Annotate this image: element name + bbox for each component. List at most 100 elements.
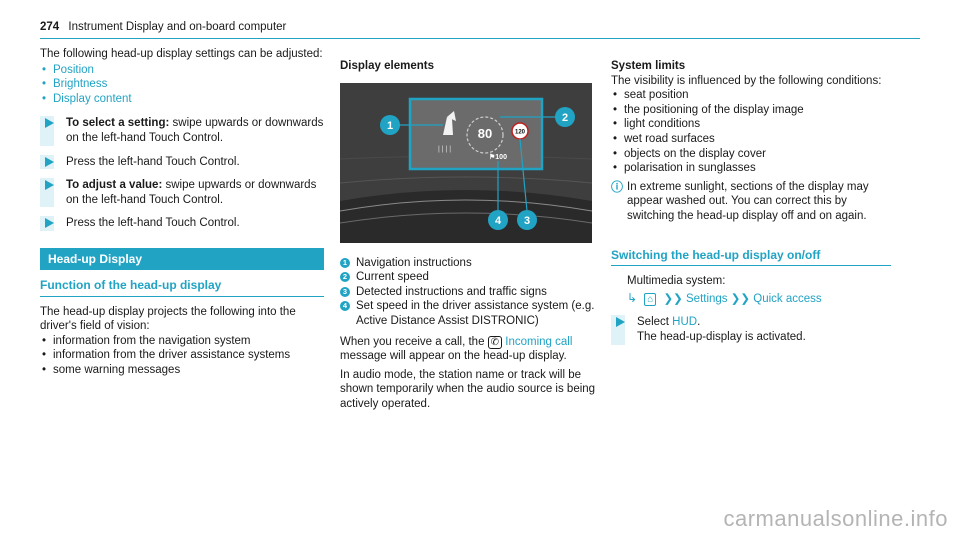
step-select-label: To select a setting: bbox=[66, 117, 170, 130]
list-item: objects on the display cover bbox=[611, 147, 891, 162]
limits-intro: The visibility is influenced by the foll… bbox=[611, 74, 882, 87]
path-return-arrow-icon: ↳ bbox=[627, 290, 638, 305]
setting-link-display-content[interactable]: Display content bbox=[40, 92, 324, 107]
chevron-right-icon: ❯❯ bbox=[730, 292, 751, 305]
callout-label: 2 bbox=[562, 112, 568, 124]
column-middle: Display elements | | | | 80 120 ⚑100 bbox=[340, 47, 608, 412]
header-rule bbox=[40, 38, 920, 39]
step-arrow-icon bbox=[45, 156, 54, 167]
nav-distance-marks: | | | | bbox=[438, 146, 451, 153]
chevron-right-icon: ❯❯ bbox=[663, 292, 683, 305]
element-text: Detected instructions and traffic signs bbox=[356, 285, 547, 298]
callout-2 bbox=[555, 106, 575, 127]
callout-label: 4 bbox=[495, 215, 502, 227]
step-select-text: swipe upwards or downwards on the left-h… bbox=[66, 117, 324, 144]
settings-link[interactable]: Settings bbox=[686, 292, 728, 305]
function-intro: The head-up display projects the followi… bbox=[40, 305, 296, 333]
step-adjust-text: swipe upwards or downwards on the left-h… bbox=[66, 179, 317, 206]
step-press-1: Press the left-hand Touch Control. bbox=[40, 154, 324, 170]
settings-intro: The following head-up display settings c… bbox=[40, 48, 323, 60]
speed-sign-value: 120 bbox=[515, 129, 526, 135]
number-badge: 4 bbox=[340, 301, 350, 312]
hud-figure: | | | | 80 120 ⚑100 1 2 3 4 bbox=[340, 82, 592, 248]
element-text: Current speed bbox=[356, 271, 429, 284]
list-item: polarisation in sunglasses bbox=[611, 161, 891, 176]
call-text: message will appear on the head-up displ… bbox=[340, 350, 567, 363]
activated-text: The head-up-display is activated. bbox=[637, 330, 806, 343]
step-press-text: Press the left-hand Touch Control. bbox=[66, 217, 240, 230]
element-item: 1 Navigation instructions bbox=[340, 256, 608, 271]
number-badge: 1 bbox=[340, 257, 350, 268]
step-arrow-icon bbox=[45, 118, 54, 129]
function-list: information from the navigation system i… bbox=[40, 334, 324, 378]
display-elements-heading: Display elements bbox=[340, 60, 434, 72]
step-arrow-icon bbox=[616, 317, 625, 328]
step-arrow-icon bbox=[45, 218, 54, 229]
home-icon[interactable]: ⌂ bbox=[644, 292, 657, 306]
audio-paragraph: In audio mode, the station name or track… bbox=[340, 368, 596, 410]
list-item: light conditions bbox=[611, 117, 891, 132]
menu-path: ↳ ⌂ ❯❯ Settings ❯❯ Quick access bbox=[611, 291, 891, 307]
select-text: Select bbox=[637, 316, 673, 329]
list-item: wet road surfaces bbox=[611, 132, 891, 147]
section-title-bar: Head-up Display bbox=[40, 247, 324, 270]
number-badge: 3 bbox=[340, 286, 350, 297]
step-adjust-label: To adjust a value: bbox=[66, 179, 163, 192]
callout-label: 1 bbox=[387, 120, 393, 132]
hud-link[interactable]: HUD bbox=[672, 316, 698, 329]
page-header-title: Instrument Display and on-board computer bbox=[68, 21, 287, 33]
multimedia-label: Multimedia system: bbox=[627, 275, 726, 288]
note-text: In extreme sunlight, sections of the dis… bbox=[627, 180, 869, 222]
element-item: 4 Set speed in the driver assistance syst… bbox=[340, 299, 608, 328]
step-select-hud: Select HUD. The head-up-display is activ… bbox=[611, 315, 891, 345]
page-header: 274 Instrument Display and on-board comp… bbox=[40, 20, 286, 35]
windshield-line bbox=[340, 176, 592, 184]
hud-illustration: | | | | 80 120 ⚑100 1 2 3 4 bbox=[340, 82, 592, 243]
call-paragraph: When you receive a call, the ✆ Incoming … bbox=[340, 335, 608, 364]
list-item: the positioning of the display image bbox=[611, 103, 891, 118]
step-select-setting: To select a setting: swipe upwards or do… bbox=[40, 116, 324, 146]
step-adjust-value: To adjust a value: swipe upwards or down… bbox=[40, 178, 324, 208]
number-badge: 2 bbox=[340, 272, 350, 283]
callout-1 bbox=[380, 114, 400, 135]
element-item: 2 Current speed bbox=[340, 270, 608, 285]
setting-link-brightness[interactable]: Brightness bbox=[40, 77, 324, 92]
switching-subsection-title: Switching the head-up display on/off bbox=[611, 248, 891, 267]
call-text: When you receive a call, the bbox=[340, 335, 488, 348]
callout-line-3 bbox=[519, 138, 528, 211]
select-text: . bbox=[697, 316, 701, 329]
column-left: The following head-up display settings c… bbox=[40, 47, 324, 378]
setting-link-position[interactable]: Position bbox=[40, 63, 324, 78]
dashboard-line bbox=[340, 212, 592, 224]
element-item: 3 Detected instructions and traffic signs bbox=[340, 285, 608, 300]
element-text: Set speed in the driver assistance syste… bbox=[356, 300, 595, 327]
page-number: 274 bbox=[40, 21, 60, 33]
dashboard-shape bbox=[340, 189, 592, 243]
list-item: some warning messages bbox=[40, 363, 324, 378]
step-press-text: Press the left-hand Touch Control. bbox=[66, 155, 240, 168]
callout-3 bbox=[517, 209, 537, 230]
nav-arrow-icon bbox=[443, 116, 453, 135]
current-speed-value: 80 bbox=[478, 126, 492, 141]
element-text: Navigation instructions bbox=[356, 256, 472, 269]
callout-label: 3 bbox=[524, 215, 530, 227]
watermark: carmanualsonline.info bbox=[723, 506, 948, 532]
nav-arrow-head-icon bbox=[447, 110, 456, 121]
info-note: ⓘ In extreme sunlight, sections of the d… bbox=[611, 180, 891, 224]
column-right: System limits The visibility is influenc… bbox=[611, 47, 891, 345]
settings-list: Position Brightness Display content bbox=[40, 63, 324, 107]
callout-4 bbox=[488, 209, 508, 230]
quick-access-link[interactable]: Quick access bbox=[753, 292, 822, 305]
list-item: information from the navigation system bbox=[40, 334, 324, 349]
conditions-list: seat position the positioning of the dis… bbox=[611, 88, 891, 176]
set-speed-value: ⚑100 bbox=[489, 153, 507, 161]
list-item: seat position bbox=[611, 88, 891, 103]
step-press-2: Press the left-hand Touch Control. bbox=[40, 216, 324, 231]
list-item: information from the driver assistance s… bbox=[40, 348, 324, 363]
phone-icon: ✆ bbox=[487, 335, 503, 349]
system-limits-heading: System limits bbox=[611, 60, 686, 72]
dashboard-line bbox=[340, 199, 592, 212]
info-icon: ⓘ bbox=[611, 179, 624, 194]
incoming-call-link[interactable]: Incoming call bbox=[505, 335, 573, 348]
